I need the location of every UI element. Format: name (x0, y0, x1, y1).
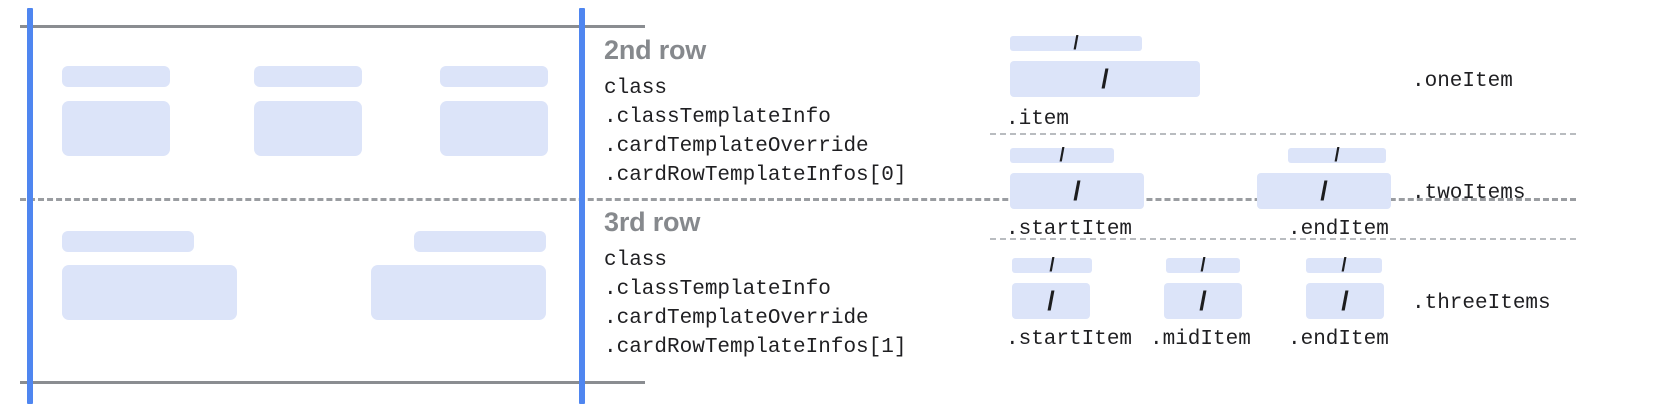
row-title: 2nd row (604, 35, 707, 65)
item-label-bar: / (1166, 256, 1240, 275)
content-block (62, 265, 237, 320)
variant-type-label: .threeItems (1412, 292, 1551, 315)
item-name-label: .endItem (1288, 218, 1389, 241)
row-class-path: class .classTemplateInfo .cardTemplateOv… (604, 249, 907, 359)
variant-divider-dashed (990, 133, 1576, 135)
item-content-block: / (1010, 61, 1200, 97)
label-bar (62, 231, 194, 252)
row-class-path: class .classTemplateInfo .cardTemplateOv… (604, 77, 907, 187)
right-margin-guide (579, 8, 585, 404)
item-content-block: / (1306, 283, 1384, 319)
content-block (254, 101, 362, 156)
item-content-block: / (1257, 173, 1391, 209)
content-block (62, 101, 170, 156)
item-label-bar: / (1012, 256, 1092, 275)
card-top-rule (20, 25, 645, 28)
item-name-label: .startItem (1006, 218, 1133, 241)
row-divider-dashed (20, 198, 1576, 201)
card-bottom-rule (20, 381, 645, 384)
item-label-bar: / (1306, 256, 1382, 275)
item-name-label: .endItem (1288, 328, 1389, 351)
label-bar (254, 66, 362, 87)
content-block (371, 265, 546, 320)
item-content-block: / (1164, 283, 1242, 319)
item-content-block: / (1010, 173, 1144, 209)
variant-divider-dashed (990, 238, 1576, 240)
left-margin-guide (27, 8, 33, 404)
item-name-label: .midItem (1150, 328, 1251, 351)
item-content-block: / (1012, 283, 1090, 319)
row-title: 3rd row (604, 207, 701, 237)
item-name-label: .item (1006, 108, 1070, 131)
label-bar (440, 66, 548, 87)
label-bar (414, 231, 546, 252)
label-bar (62, 66, 170, 87)
variant-type-label: .twoItems (1412, 182, 1526, 205)
variant-type-label: .oneItem (1412, 70, 1513, 93)
item-label-bar: / (1010, 146, 1114, 165)
item-label-bar: / (1010, 34, 1142, 53)
item-name-label: .startItem (1006, 328, 1133, 351)
content-block (440, 101, 548, 156)
item-label-bar: / (1288, 146, 1386, 165)
